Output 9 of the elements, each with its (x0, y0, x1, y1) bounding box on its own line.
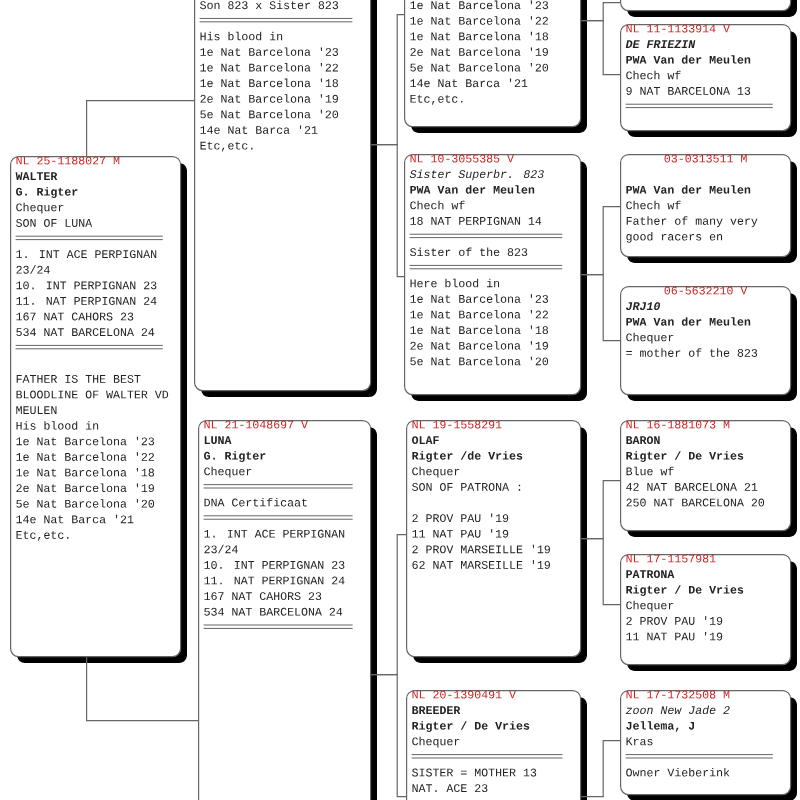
connector-line (580, 538, 621, 606)
connector-line (580, 274, 621, 342)
connector-line (86, 100, 195, 157)
connector-line (86, 656, 199, 722)
connector-line (580, 740, 621, 798)
connector-line (370, 144, 405, 278)
connector-line (580, 20, 621, 76)
pedigree-card (620, 0, 797, 17)
connector-line (370, 674, 407, 798)
